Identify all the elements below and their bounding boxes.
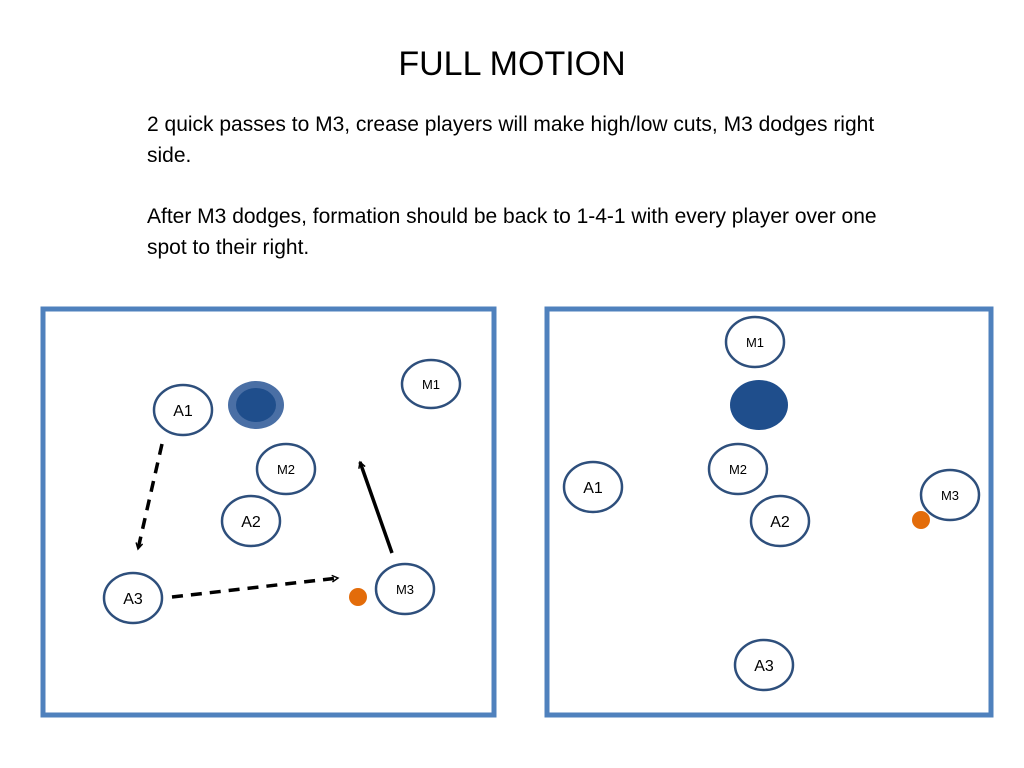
pass-arrow-a3-to-m3: [171, 578, 338, 599]
diagram-after: M1 M2 A1 A2 M3 A3: [544, 306, 994, 718]
svg-text:A3: A3: [123, 591, 143, 608]
player-a2: A2: [749, 494, 811, 548]
field-border-right: [544, 306, 994, 718]
player-m2: M2: [255, 442, 317, 496]
player-m1: M1: [400, 358, 462, 410]
goal: [730, 380, 788, 430]
player-a3: A3: [102, 571, 164, 625]
diagram-before: A1 M1 M2 A2 A3 M3: [40, 306, 497, 718]
player-a1: A1: [152, 383, 214, 437]
instruction-paragraph-1: 2 quick passes to M3, crease players wil…: [147, 113, 875, 167]
svg-text:A3: A3: [754, 658, 774, 675]
player-m3: M3: [374, 562, 436, 616]
player-a2: A2: [220, 494, 282, 548]
cut-arrow-m3: [360, 462, 394, 554]
player-a3: A3: [733, 638, 795, 692]
svg-text:M2: M2: [729, 462, 747, 477]
svg-text:A2: A2: [770, 514, 790, 531]
svg-text:M3: M3: [396, 582, 414, 597]
svg-text:M2: M2: [277, 462, 295, 477]
player-m1: M1: [724, 315, 786, 369]
svg-text:A2: A2: [241, 514, 261, 531]
goal: [236, 388, 276, 422]
instruction-paragraph-2: After M3 dodges, formation should be bac…: [147, 205, 877, 259]
player-m2: M2: [707, 442, 769, 496]
player-a1: A1: [562, 460, 624, 514]
svg-text:A1: A1: [173, 403, 193, 420]
svg-text:A1: A1: [583, 480, 603, 497]
svg-text:M3: M3: [941, 488, 959, 503]
ball: [912, 511, 930, 529]
svg-text:M1: M1: [746, 335, 764, 350]
field-border-left: [40, 306, 497, 718]
slide-title: FULL MOTION: [398, 45, 626, 83]
pass-arrow-a1-to-a3: [138, 443, 164, 549]
player-m3: M3: [919, 468, 981, 522]
ball: [349, 588, 367, 606]
svg-text:M1: M1: [422, 377, 440, 392]
